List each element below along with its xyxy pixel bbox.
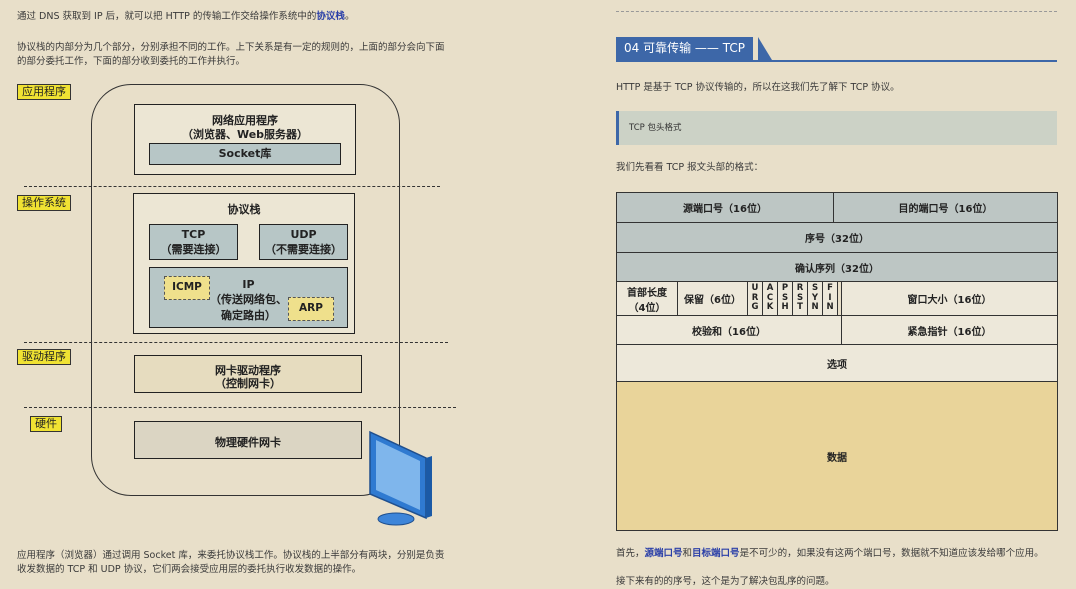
tcp-label: TCP [181,228,206,241]
flag-letter: G [751,302,759,313]
flag-letter: N [826,302,834,313]
flag-letter: N [811,302,819,313]
socket-paragraph-line2: 收发数据的 TCP 和 UDP 协议，它们两会接受应用层的委托执行收发数据的操作… [17,564,362,575]
flag-letter: U [751,283,759,294]
flag-letter: F [827,283,833,294]
header-length-label: 首部长度 [627,287,667,299]
flag-letter: H [781,302,789,313]
window-size-cell: 窗口大小（16位） [841,281,1058,316]
data-cell: 数据 [616,381,1058,531]
arp-tag: ARP [288,297,334,321]
options-cell: 选项 [616,344,1058,382]
network-app-subtitle: （浏览器、Web服务器） [181,128,309,141]
flag-letter: R [751,292,759,303]
reserved-cell: 保留（6位） [677,281,748,316]
icmp-tag: ICMP [164,276,210,300]
intro-paragraph: 通过 DNS 获取到 IP 后，就可以把 HTTP 的传输工作交给操作系统中的协… [17,10,577,24]
protocol-stack-diagram: 应用程序 操作系统 驱动程序 硬件 网络应用程序 （浏览器、Web服务器） So… [17,84,456,526]
section-heading-label: 04 可靠传输 —— TCP [616,37,753,60]
divider-driver-hw [24,407,456,408]
tag-os: 操作系统 [17,195,71,211]
udp-sub: （不需要连接） [265,243,342,256]
physical-nic-box: 物理硬件网卡 [134,421,362,459]
os-boundary [91,84,400,496]
nic-driver-title: 网卡驱动程序 [215,364,281,377]
checksum-cell: 校验和（16位） [616,315,842,345]
stack-description-line2: 的部分委托工作，下面的部分收到委托的工作并执行。 [17,56,246,67]
socket-library: Socket库 [149,143,341,165]
tag-hardware: 硬件 [30,416,62,432]
tcp-header-lead: 我们先看看 TCP 报文头部的格式： [616,162,764,173]
dst-port-cell: 目的端口号（16位） [833,192,1058,223]
flag-letter: P [781,283,789,294]
tcp-intro: HTTP 是基于 TCP 协议传输的，所以在这我们先了解下 TCP 协议。 [616,82,900,93]
divider-app-os [24,186,440,187]
flag-letter: S [796,292,804,303]
stack-description-line1: 协议栈的内部分为几个部分，分别承担不同的工作。上下关系是有一定的规则的，上面的部… [17,42,445,53]
tcp-header-diagram: 源端口号（16位） 目的端口号（16位） 序号（32位） 确认序列（32位） 首… [616,192,1058,531]
physical-nic-title: 物理硬件网卡 [215,436,281,449]
network-app-title: 网络应用程序 [212,114,278,127]
left-column: 通过 DNS 获取到 IP 后，就可以把 HTTP 的传输工作交给操作系统中的协… [17,10,577,577]
dest-port-link[interactable]: 目标端口号 [692,548,740,559]
ip-label: IP [242,278,255,291]
right-column: 04 可靠传输 —— TCP HTTP 是基于 TCP 协议传输的，所以在这我们… [600,0,1076,587]
ack-cell: 确认序列（32位） [616,252,1058,282]
tag-application: 应用程序 [17,84,71,100]
seq-cell: 序号（32位） [616,222,1058,253]
source-port-link[interactable]: 源端口号 [644,548,683,559]
section-heading: 04 可靠传输 —— TCP [616,37,1057,62]
ip-sub1: （传送网络包、 [210,293,287,306]
tcp-box: TCP （需要连接） [149,224,238,260]
flag-letter: S [781,292,789,303]
network-app-box: 网络应用程序 （浏览器、Web服务器） Socket库 [134,104,356,175]
computer-monitor-icon [369,430,432,526]
section-divider [616,11,1057,12]
ports-paragraph-and: 和 [682,548,693,559]
flag-letter: R [796,283,804,294]
flag-letter: A [766,283,774,294]
protocol-stack-link[interactable]: 协议栈 [316,11,345,22]
flag-letter: C [766,292,774,303]
tcp-sub: （需要连接） [160,243,227,256]
flag-letter: I [828,292,832,303]
tcp-header-quote: TCP 包头格式 [616,111,1057,145]
divider-os-driver [24,342,448,343]
udp-box: UDP （不需要连接） [259,224,348,260]
urgent-pointer-cell: 紧急指针（16位） [841,315,1058,345]
nic-driver-box: 网卡驱动程序 （控制网卡） [134,355,362,393]
socket-paragraph-line1: 应用程序（浏览器）通过调用 Socket 库，来委托协议栈工作。协议栈的上半部分… [17,550,445,561]
protocol-stack-title: 协议栈 [227,203,261,216]
socket-paragraph: 应用程序（浏览器）通过调用 Socket 库，来委托协议栈工作。协议栈的上半部分… [17,549,577,577]
src-port-cell: 源端口号（16位） [616,192,834,223]
udp-label: UDP [290,228,317,241]
ports-paragraph-start: 首先， [616,548,645,559]
ip-box: IP （传送网络包、 确定路由） ICMP ARP [149,267,348,328]
tag-driver: 驱动程序 [17,349,71,365]
flag-letter: K [766,302,774,313]
header-length-bits: （4位） [628,302,666,314]
ports-paragraph: 首先，源端口号和目标端口号是不可少的，如果没有这两个端口号，数据就不知道应该发给… [616,547,1076,561]
ip-sub2: 确定路由） [221,309,276,322]
intro-period: 。 [344,11,355,22]
stack-description: 协议栈的内部分为几个部分，分别承担不同的工作。上下关系是有一定的规则的，上面的部… [17,41,577,69]
nic-driver-sub: （控制网卡） [215,377,281,390]
flag-letter: T [797,302,803,313]
intro-text: 通过 DNS 获取到 IP 后，就可以把 HTTP 的传输工作交给操作系统中的 [17,11,317,22]
flag-letter: S [811,283,819,294]
ports-paragraph-end: 是不可少的，如果没有这两个端口号，数据就不知道应该发给哪个应用。 [739,548,1044,559]
header-length-cell: 首部长度 （4位） [616,281,678,316]
sequence-paragraph-cut: 接下来有的的序号，这个是为了解决包乱序的问题。 [616,576,835,587]
flag-letter: Y [811,292,819,303]
protocol-stack-box: 协议栈 TCP （需要连接） UDP （不需要连接） IP （传送网络包、 确定… [133,193,355,334]
heading-tab-corner [758,37,772,60]
